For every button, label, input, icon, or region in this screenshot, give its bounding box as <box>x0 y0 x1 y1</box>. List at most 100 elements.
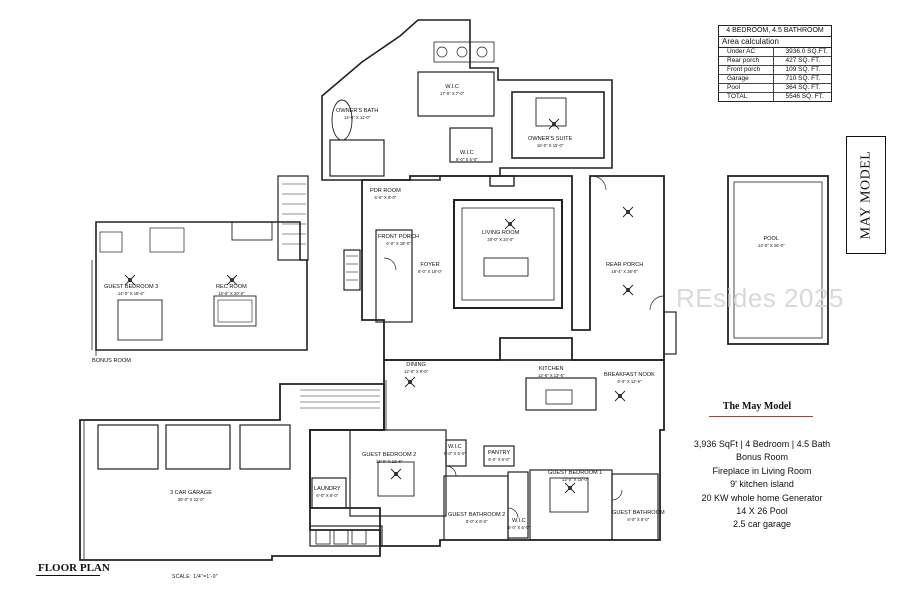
scale-note: SCALE: 1/4"=1'-0" <box>172 574 218 580</box>
room-name: OWNER'S BATH <box>336 108 379 114</box>
area-table-row: Front porch 109 SQ. FT. <box>719 66 831 75</box>
area-table-row: TOTAL 5546 SQ. FT. <box>719 93 831 101</box>
room-dim: 9'-0" X 12'-6" <box>617 379 642 384</box>
owners-wing-outline <box>321 19 613 181</box>
room-dim: 8'-0" X 8'-0" <box>465 519 488 524</box>
room-dim: 8'-0" X 8'-0" <box>627 517 650 522</box>
room-name: 3 CAR GARAGE <box>170 490 212 496</box>
room-dim: 5'-0" X 5'-0" <box>444 451 466 456</box>
room-name: LIVING ROOM <box>482 230 520 236</box>
area-value: 5546 SQ. FT. <box>772 93 832 101</box>
room-name: DINING <box>406 362 426 368</box>
feature-list: 3,936 SqFt | 4 Bedroom | 4.5 Bath Bonus … <box>682 438 842 532</box>
room-dim: 20'-0" X 24'-0" <box>487 237 514 242</box>
kitchen-island <box>525 377 597 411</box>
room-dim: 6'-0" X 6'-0" <box>488 457 510 462</box>
room-dim: 6'-0" X 5'-0" <box>374 195 397 200</box>
area-label: Under AC <box>727 48 756 55</box>
door-swings <box>383 175 665 519</box>
area-table-row: Pool 364 SQ. FT. <box>719 84 831 93</box>
room-name: BONUS ROOM <box>92 358 131 364</box>
feature-item: 20 KW whole home Generator <box>701 492 823 503</box>
area-value: 427 SQ. FT. <box>772 57 832 65</box>
main-core-outline <box>361 175 665 361</box>
floor-plan-label: FLOOR PLAN <box>38 562 110 574</box>
bathtub <box>331 99 353 141</box>
room-name: PANTRY <box>488 450 511 456</box>
room-name: W.I.C <box>512 518 526 524</box>
room-name: W.I.C <box>448 444 462 450</box>
room-dim: 8'-0" X 5'-0" <box>456 157 478 162</box>
room-name: W.I.C <box>445 84 459 90</box>
room-dim: 13'-0" X 15'-0" <box>561 477 589 482</box>
room-dim: 5'-0" X 5'-0" <box>508 525 530 530</box>
room-name: PDR ROOM <box>370 188 401 194</box>
room-name: W.I.C <box>460 150 474 156</box>
room-dim: 13'-0" X 12'-6" <box>375 459 403 464</box>
bed-guest-3 <box>117 299 163 341</box>
room-dim: 16'-0" X 15'-0" <box>536 143 564 148</box>
room-name: GUEST BEDROOM 3 <box>104 284 159 290</box>
feature-item: Bonus Room <box>735 452 789 463</box>
feature-item: Fireplace in Living Room <box>712 465 812 476</box>
feature-item: 14 X 26 Pool <box>736 506 788 517</box>
ceiling-fans <box>124 118 634 494</box>
room-name: FRONT PORCH <box>378 234 419 240</box>
owners-suite-box <box>511 91 605 159</box>
room-name: POOL <box>763 236 779 242</box>
floor-plan-underline <box>36 575 100 576</box>
area-label: TOTAL <box>727 93 748 100</box>
area-calculation-table: 4 BEDROOM, 4.5 BATHROOM Area calculation… <box>718 25 832 102</box>
description-underline <box>709 416 813 417</box>
room-name: FOYER <box>420 262 440 268</box>
room-name: GUEST BEDROOM 1 <box>548 470 603 476</box>
room-dim: 14'-6" X 11'-0" <box>344 115 371 120</box>
room-name: KITCHEN <box>538 366 564 372</box>
area-value: 364 SQ. FT. <box>772 84 832 92</box>
room-name: GUEST BEDROOM 2 <box>362 452 417 458</box>
area-label: Front porch <box>727 66 761 73</box>
bed-guest-2 <box>377 461 415 497</box>
bed-owners <box>535 97 567 127</box>
room-name: LAUNDRY <box>314 486 341 492</box>
room-name: OWNER'S SUITE <box>528 136 573 142</box>
room-dim: 6'-0" X 18'-0" <box>386 241 411 246</box>
area-table-row: Under AC 3936.0 SQ.FT. <box>719 48 831 57</box>
room-dim: 12'-6" X 13'-6" <box>538 373 565 378</box>
area-value: 109 SQ. FT. <box>772 66 832 74</box>
watermark: REsides 2025 <box>676 283 844 313</box>
room-dim: 15'-6" X 20'-0" <box>218 291 245 296</box>
room-dim: 6'-0" X 8'-0" <box>316 493 339 498</box>
description-title: The May Model <box>722 401 792 412</box>
model-title-box: MAY MODEL <box>846 136 886 254</box>
area-label: Pool <box>727 84 741 91</box>
area-value: 3936.0 SQ.FT. <box>772 48 832 56</box>
living-room-box <box>453 199 563 309</box>
sofa-living <box>483 257 529 277</box>
area-value: 710 SQ. FT. <box>772 75 832 83</box>
room-name: REAR PORCH <box>606 262 644 268</box>
